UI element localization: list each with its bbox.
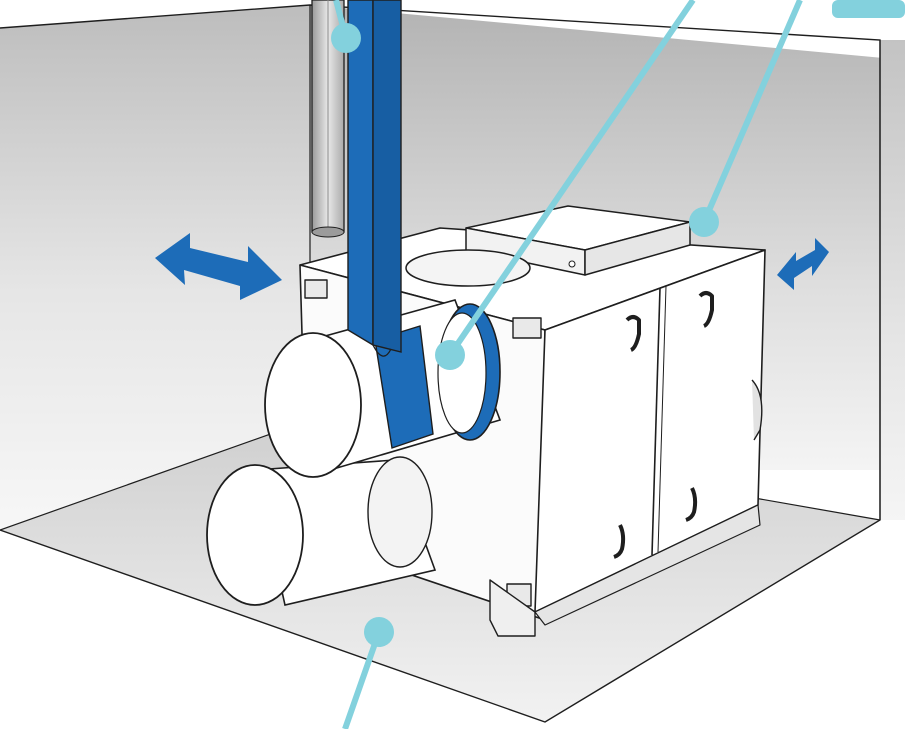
- blue-vertical-ducts: [347, 0, 402, 357]
- unit-foot: [534, 504, 761, 626]
- lower-duct: [206, 456, 437, 606]
- floor-left-edge: [0, 419, 311, 531]
- hinge: [512, 317, 542, 339]
- left-wall: [0, 5, 310, 530]
- top-panel-callout: [689, 0, 803, 237]
- left-clearance-arrow: [155, 233, 282, 300]
- label-tab: [832, 0, 905, 18]
- vertical-duct-callout: [331, 0, 361, 53]
- blue-duct-right: [372, 0, 402, 353]
- unit-foot: [489, 579, 536, 637]
- right-clearance-arrow: [777, 238, 829, 290]
- callouts: [331, 0, 905, 729]
- hinge: [304, 279, 328, 299]
- collar-callout: [435, 0, 696, 370]
- right-wall-edge: [880, 40, 905, 520]
- door-handle: [685, 487, 698, 522]
- door-handle: [625, 315, 641, 352]
- floor-callout: [342, 617, 394, 729]
- blue-connector-band: [374, 325, 434, 449]
- top-port: [405, 249, 531, 287]
- door-handle: [698, 291, 714, 328]
- door-handle: [613, 524, 626, 559]
